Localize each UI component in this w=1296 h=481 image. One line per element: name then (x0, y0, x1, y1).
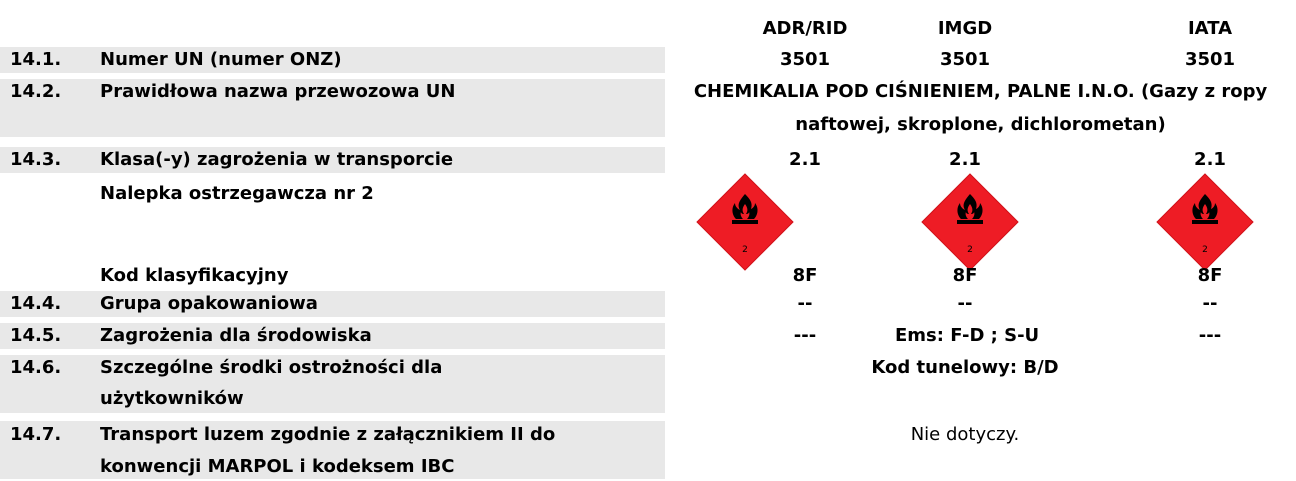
precautions-label-line1: Szczególne środki ostrożności dla (100, 357, 443, 378)
row-band-14-1 (0, 47, 665, 73)
un-number-adr: 3501 (779, 49, 831, 70)
shipping-name-value-line1: CHEMIKALIA POD CIŚNIENIEM, PALNE I.N.O. … (693, 81, 1268, 102)
hazard-class-adr: 2.1 (789, 149, 821, 170)
packing-group-adr: -- (797, 293, 813, 314)
row-band-14-3 (0, 147, 665, 173)
classification-code-imgd: 8F (952, 265, 978, 286)
header-imgd: IMGD (937, 18, 993, 39)
flammable-gas-diamond-icon: 2 (921, 173, 1019, 271)
warning-label-number: 2 (967, 245, 973, 255)
row-band-14-5 (0, 323, 665, 349)
bulk-transport-label-line1: Transport luzem zgodnie z załącznikiem I… (100, 424, 556, 445)
row-number: 14.7. (10, 424, 62, 445)
row-number: 14.4. (10, 293, 62, 314)
hazard-class-imgd: 2.1 (949, 149, 981, 170)
environment-adr: --- (793, 325, 817, 346)
hazard-class-iata: 2.1 (1194, 149, 1226, 170)
classification-code-iata: 8F (1197, 265, 1223, 286)
bulk-transport-value: Nie dotyczy. (910, 424, 1020, 445)
row-number: 14.1. (10, 49, 62, 70)
header-adr-rid: ADR/RID (762, 18, 848, 39)
row-number: 14.5. (10, 325, 62, 346)
row-band-14-2 (0, 79, 665, 137)
row-band-14-4 (0, 291, 665, 317)
warning-label-label: Nalepka ostrzegawcza nr 2 (100, 183, 374, 204)
shipping-name-value-line2: naftowej, skroplone, dichlorometan) (795, 114, 1166, 135)
tunnel-code-value: Kod tunelowy: B/D (871, 357, 1059, 378)
classification-code-label: Kod klasyfikacyjny (100, 265, 289, 286)
environment-imgd: Ems: F-D ; S-U (895, 325, 1040, 346)
packing-group-iata: -- (1202, 293, 1218, 314)
row-band-14-6 (0, 355, 665, 413)
flammable-gas-diamond-icon: 2 (1156, 173, 1254, 271)
hazard-class-label: Klasa(-y) zagrożenia w transporcie (100, 149, 454, 170)
bulk-transport-label-line2: konwencji MARPOL i kodeksem IBC (100, 456, 455, 477)
environment-label: Zagrożenia dla środowiska (100, 325, 372, 346)
environment-iata: --- (1198, 325, 1222, 346)
warning-label-number: 2 (742, 245, 748, 255)
shipping-name-label: Prawidłowa nazwa przewozowa UN (100, 81, 456, 102)
packing-group-label: Grupa opakowaniowa (100, 293, 318, 314)
precautions-label-line2: użytkowników (100, 388, 244, 409)
flammable-gas-diamond-icon: 2 (696, 173, 794, 271)
row-number: 14.2. (10, 81, 62, 102)
classification-code-adr: 8F (792, 265, 818, 286)
un-number-label: Numer UN (numer ONZ) (100, 49, 342, 70)
un-number-iata: 3501 (1184, 49, 1236, 70)
row-band-14-7 (0, 421, 665, 479)
header-iata: IATA (1187, 18, 1233, 39)
row-number: 14.3. (10, 149, 62, 170)
un-number-imgd: 3501 (939, 49, 991, 70)
packing-group-imgd: -- (957, 293, 973, 314)
row-number: 14.6. (10, 357, 62, 378)
warning-label-number: 2 (1202, 245, 1208, 255)
